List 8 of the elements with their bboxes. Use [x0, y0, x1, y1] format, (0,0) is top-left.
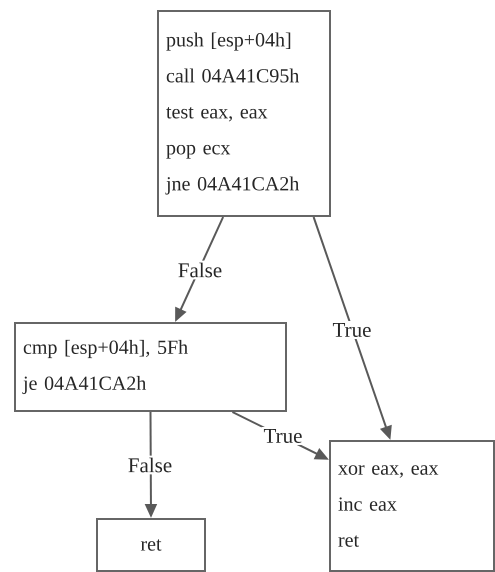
edge-label: False: [126, 456, 174, 474]
edge-label: True: [330, 321, 374, 339]
code-block: xor eax, eax inc eax ret: [329, 440, 495, 572]
code-block: push [esp+04h] call 04A41C95h test eax, eax pop ecx jne 04A41CA2h: [157, 10, 331, 217]
edge-label: True: [262, 427, 304, 445]
code-block: ret: [96, 518, 206, 572]
code-block: cmp [esp+04h], 5Fh je 04A41CA2h: [14, 322, 287, 412]
edge-label: False: [176, 260, 224, 280]
